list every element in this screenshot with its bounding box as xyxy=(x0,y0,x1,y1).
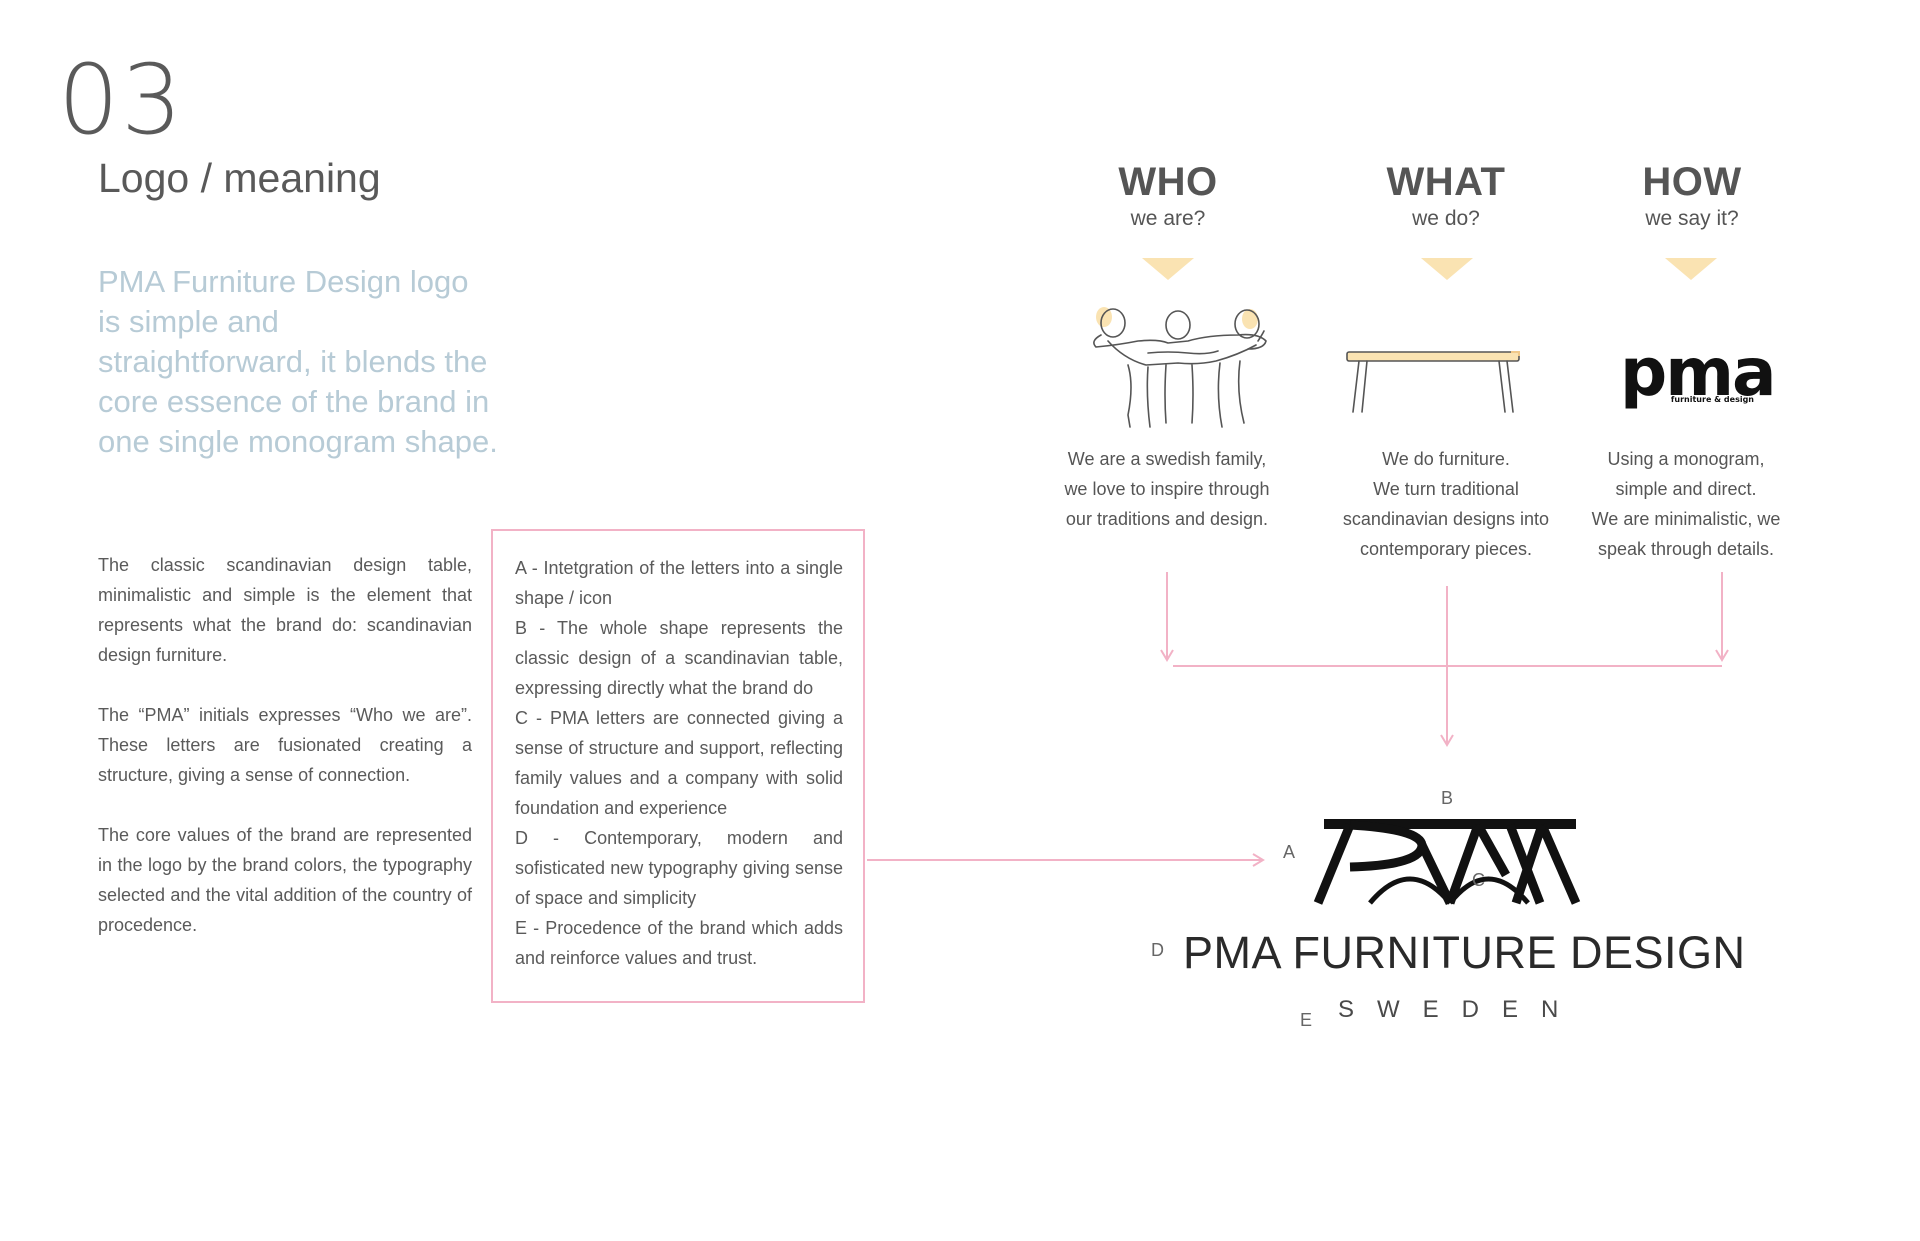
legend-item-e: E - Procedence of the brand which adds a… xyxy=(515,918,843,968)
what-text: We do furniture. We turn traditional sca… xyxy=(1316,444,1576,564)
who-text-line-3: our traditions and design. xyxy=(1065,509,1269,529)
who-text-line-1: We are a swedish family, xyxy=(1067,449,1267,469)
how-text-line-1: Using a monogram, xyxy=(1607,449,1765,469)
page-number: 03 xyxy=(58,44,185,156)
logo-label-e: E xyxy=(1300,1010,1313,1030)
section-title: Logo / meaning xyxy=(98,155,381,201)
pma-wordmark-icon: pma furniture & design xyxy=(1620,334,1777,411)
table-icon xyxy=(1346,351,1520,413)
pma-wordmark-sub: furniture & design xyxy=(1670,395,1754,404)
pma-wordmark-main: pma xyxy=(1620,334,1777,411)
who-subtitle: we are? xyxy=(1130,207,1206,230)
pma-monogram-logo xyxy=(1313,819,1581,905)
logo-label-c: C xyxy=(1472,870,1485,890)
what-title: WHAT xyxy=(1386,160,1506,204)
who-text: We are a swedish family, we love to insp… xyxy=(1037,444,1297,534)
legend-item-a: A - Intetgration of the letters into a s… xyxy=(515,558,843,608)
how-text-line-3: We are minimalistic, we xyxy=(1591,509,1781,529)
who-text-line-2: we love to inspire through xyxy=(1064,479,1270,499)
who-pointer-icon xyxy=(1142,258,1194,280)
body-paragraph-3: The core values of the brand are represe… xyxy=(98,825,472,935)
legend-item-b: B - The whole shape represents the class… xyxy=(515,618,843,698)
logo-label-a: A xyxy=(1283,842,1296,862)
legend-item-d: D - Contemporary, modern and sofisticate… xyxy=(515,828,843,908)
who-title: WHO xyxy=(1118,160,1218,204)
what-text-line-3: scandinavian designs into xyxy=(1342,509,1550,529)
how-pointer-icon xyxy=(1665,258,1717,280)
brand-name: PMA FURNITURE DESIGN xyxy=(1183,927,1746,978)
logo-label-b: B xyxy=(1441,788,1454,808)
what-text-line-2: We turn traditional xyxy=(1373,479,1519,499)
who-heading: WHO we are? xyxy=(1038,162,1298,229)
how-text-line-2: simple and direct. xyxy=(1615,479,1757,499)
how-text-line-4: speak through details. xyxy=(1597,539,1775,559)
what-arrowhead xyxy=(1440,734,1454,747)
what-subtitle: we do? xyxy=(1412,207,1480,230)
legend-arrowhead xyxy=(1252,853,1265,867)
how-title: HOW xyxy=(1642,160,1742,204)
logo-label-d: D xyxy=(1151,940,1164,960)
intro-text: PMA Furniture Design logo is simple and … xyxy=(98,264,498,459)
how-heading: HOW we say it? xyxy=(1562,162,1822,229)
how-subtitle: we say it? xyxy=(1645,207,1739,230)
body-text: The classic scandinavian design table, m… xyxy=(98,550,472,970)
what-text-line-1: We do furniture. xyxy=(1382,449,1510,469)
what-text-line-4: contemporary pieces. xyxy=(1359,539,1533,559)
body-paragraph-1: The classic scandinavian design table, m… xyxy=(98,555,472,665)
body-paragraph-2: The “PMA” initials expresses “Who we are… xyxy=(98,705,472,785)
how-text: Using a monogram, simple and direct. We … xyxy=(1556,444,1816,564)
how-arrowhead xyxy=(1715,649,1729,662)
what-heading: WHAT we do? xyxy=(1316,162,1576,229)
legend-item-c: C - PMA letters are connected giving a s… xyxy=(515,708,843,818)
what-pointer-icon xyxy=(1421,258,1473,280)
legend-box: A - Intetgration of the letters into a s… xyxy=(491,529,865,1003)
who-arrowhead xyxy=(1160,649,1174,662)
brand-country: SWEDEN xyxy=(1338,996,1582,1023)
family-embrace-icon xyxy=(1093,307,1267,428)
